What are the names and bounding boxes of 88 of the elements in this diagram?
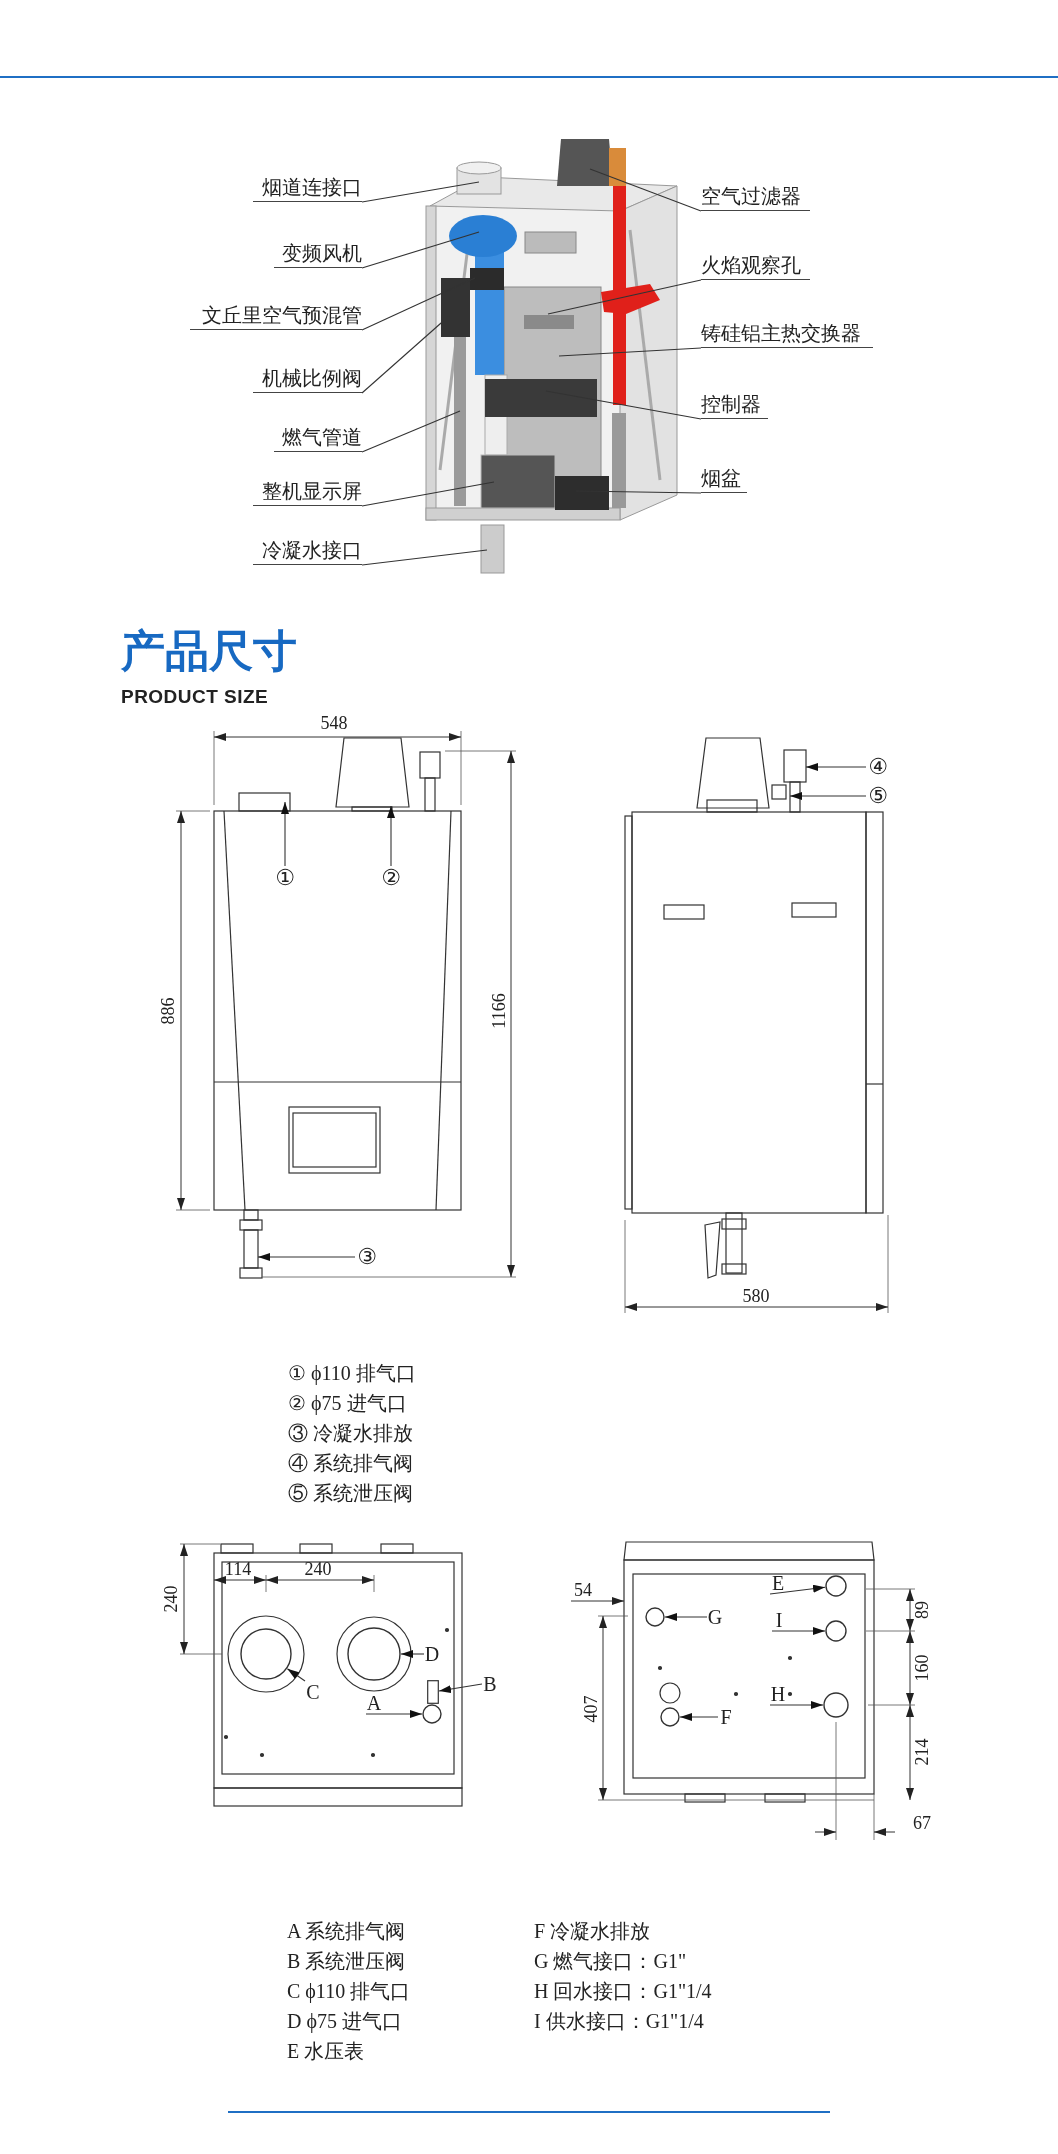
dimension-label: 214 xyxy=(913,1738,931,1766)
legend-note: C ϕ110 排气口 xyxy=(287,1979,411,2004)
legend-note: ③ 冷凝水排放 xyxy=(288,1421,413,1446)
dimension-label: 240 xyxy=(162,1585,180,1613)
callout-label: 烟道连接口 xyxy=(253,174,362,202)
dimension-label: 89 xyxy=(913,1601,931,1619)
pipe-port xyxy=(347,1627,401,1681)
callout-label: 控制器 xyxy=(701,391,768,419)
callout-number: ② xyxy=(379,866,403,890)
leader-line xyxy=(361,481,495,507)
arrow xyxy=(769,1701,824,1709)
callout-number: ④ xyxy=(866,755,890,779)
legend-note: B 系统泄压阀 xyxy=(287,1949,406,1974)
callout-letter: I xyxy=(772,1609,786,1631)
callout-letter: G xyxy=(707,1606,723,1628)
callout-number: ③ xyxy=(355,1245,379,1269)
callout-label: 变频风机 xyxy=(274,240,362,268)
section-subheading: PRODUCT SIZE xyxy=(121,686,269,708)
legend-note: A 系统排气阀 xyxy=(287,1919,406,1944)
callout-label: 烟盆 xyxy=(701,465,747,493)
dimension-label: 114 xyxy=(224,1560,252,1578)
leader-line xyxy=(547,279,702,315)
legend-note: H 回水接口：G1"1/4 xyxy=(534,1979,712,2004)
pipe-port xyxy=(825,1575,847,1597)
leader-line xyxy=(558,347,702,357)
arrow xyxy=(365,1710,423,1718)
dimension-label: 160 xyxy=(913,1654,931,1682)
callout-label: 文丘里空气预混管 xyxy=(190,302,362,330)
dimension-label: 407 xyxy=(582,1695,600,1723)
arrow xyxy=(281,801,289,867)
dimension-label: 1166 xyxy=(490,993,508,1029)
pipe-port xyxy=(660,1707,680,1727)
callout-letter: E xyxy=(770,1572,786,1594)
arrow xyxy=(387,805,395,867)
callout-letter: B xyxy=(482,1673,498,1695)
section-heading: 产品尺寸 xyxy=(121,626,297,676)
callout-letter: D xyxy=(424,1643,440,1665)
valve-body xyxy=(427,1680,439,1704)
arrow xyxy=(664,1613,708,1621)
callout-label: 冷凝水接口 xyxy=(253,537,362,565)
leader-line xyxy=(589,168,702,212)
callout-label: 机械比例阀 xyxy=(253,365,362,393)
pipe-port xyxy=(823,1692,849,1718)
leader-line xyxy=(361,410,461,453)
callout-label: 火焰观察孔 xyxy=(701,252,810,280)
leader-line xyxy=(361,277,476,331)
legend-note: ① ϕ110 排气口 xyxy=(288,1361,416,1386)
legend-note: ⑤ 系统泄压阀 xyxy=(288,1481,413,1506)
legend-note: I 供水接口：G1"1/4 xyxy=(534,2009,704,2034)
arrow xyxy=(771,1627,826,1635)
arrow xyxy=(438,1683,483,1694)
callout-letter: A xyxy=(366,1692,382,1714)
arrow xyxy=(257,1253,356,1261)
dimension-label: 67 xyxy=(913,1814,931,1832)
callout-letter: H xyxy=(770,1683,786,1705)
arrow xyxy=(789,792,867,800)
legend-note: G 燃气接口：G1" xyxy=(534,1949,687,1974)
legend-note: ④ 系统排气阀 xyxy=(288,1451,413,1476)
leader-line xyxy=(545,390,702,420)
callout-label: 整机显示屏 xyxy=(253,478,362,506)
legend-note: F 冷凝水排放 xyxy=(534,1919,651,1944)
dimension-label: 54 xyxy=(574,1581,592,1599)
legend-note: ② ϕ75 进气口 xyxy=(288,1391,407,1416)
dimension-label: 548 xyxy=(320,714,348,732)
pipe-port xyxy=(240,1628,292,1680)
callout-number: ⑤ xyxy=(866,784,890,808)
arrow xyxy=(769,1584,826,1595)
pipe-port xyxy=(422,1704,442,1724)
legend-note: E 水压表 xyxy=(287,2039,365,2064)
arrow xyxy=(679,1713,719,1721)
pipe-port xyxy=(825,1620,847,1642)
callout-number: ① xyxy=(273,866,297,890)
leader-line xyxy=(361,549,488,566)
leader-line xyxy=(361,181,480,203)
dimension-label: 886 xyxy=(159,997,177,1025)
dimension-label: 580 xyxy=(742,1287,770,1305)
legend-note: D ϕ75 进气口 xyxy=(287,2009,402,2034)
callout-letter: C xyxy=(305,1681,321,1703)
arrow xyxy=(286,1668,306,1682)
arrow xyxy=(400,1650,425,1658)
callout-letter: F xyxy=(718,1706,734,1728)
callout-label: 燃气管道 xyxy=(274,424,362,452)
callout-label: 铸硅铝主热交换器 xyxy=(701,320,873,348)
leader-line xyxy=(361,231,480,269)
callout-label: 空气过滤器 xyxy=(701,183,810,211)
dimension-label: 240 xyxy=(304,1560,332,1578)
pipe-port xyxy=(645,1607,665,1627)
arrow xyxy=(805,763,867,771)
